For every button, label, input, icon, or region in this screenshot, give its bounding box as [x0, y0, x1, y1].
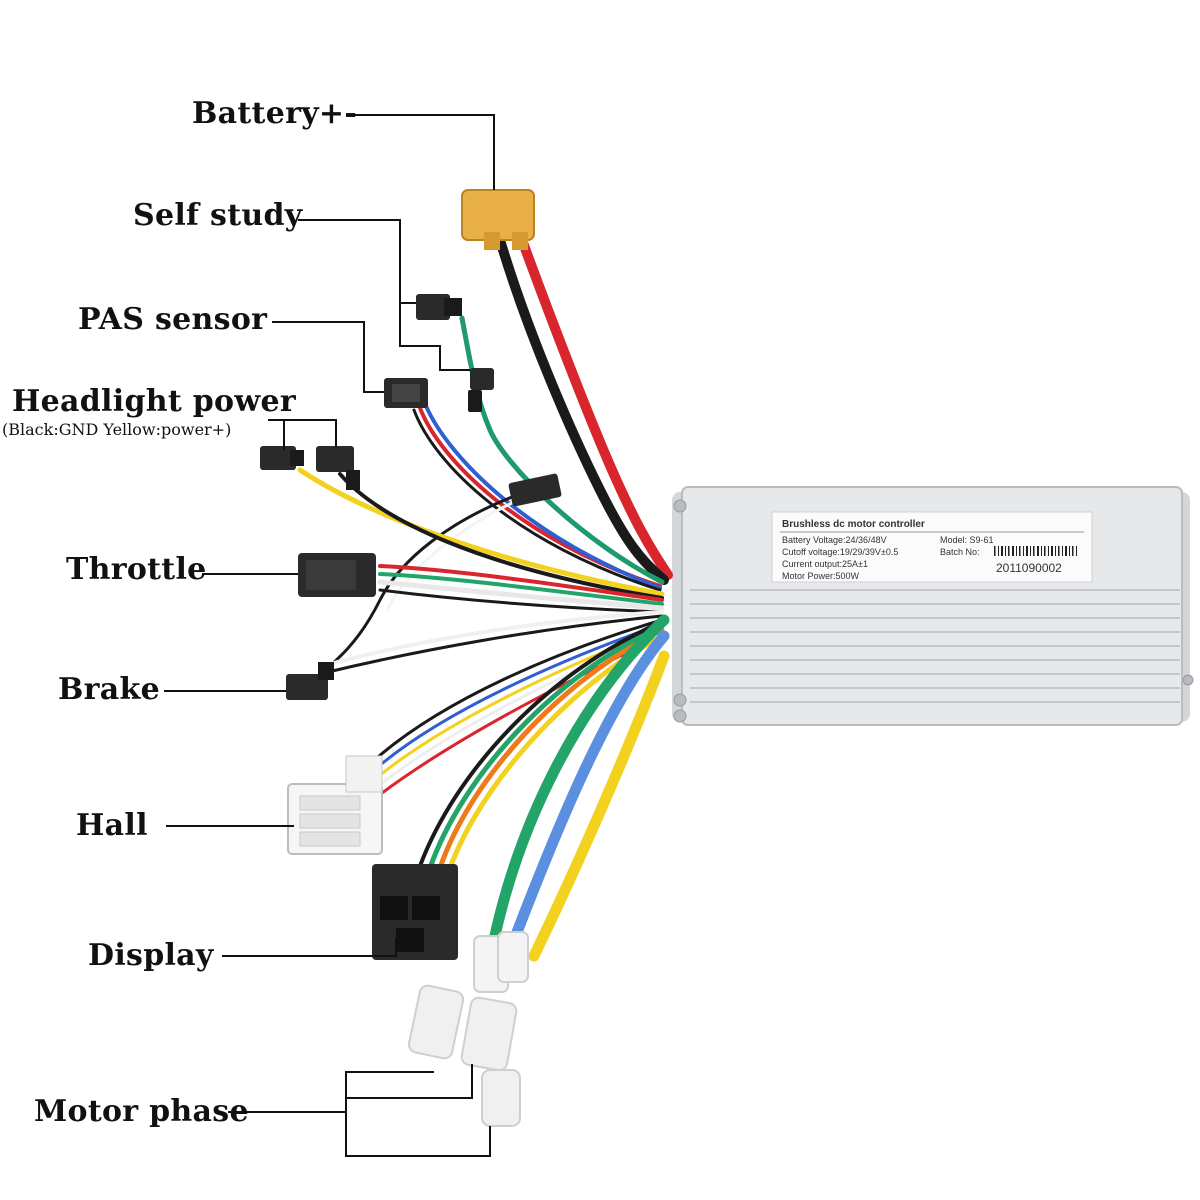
pas-leader: [272, 321, 384, 393]
headlight-leader: [268, 419, 337, 448]
throttle-wire-green: [378, 572, 664, 606]
hall-wire-black: [368, 618, 664, 766]
battery-black-wire: [495, 235, 669, 585]
mid-connector-wire-white: [386, 498, 520, 610]
plate-model: Model: S9-61: [940, 535, 994, 545]
phase-wire-yellow: [528, 650, 670, 962]
motor-phase-connector-2: [460, 931, 529, 1072]
headlight-note-label: (Black:GND Yellow:power+): [2, 420, 232, 439]
hall-wire-blue: [370, 622, 664, 774]
display-wire-black: [418, 620, 664, 868]
headlight-yellow-wire: [297, 467, 665, 597]
controller-label-plate: Brushless dc motor controller Battery Vo…: [771, 511, 1093, 583]
pas-wire-black: [412, 408, 662, 592]
throttle-wire-red: [378, 564, 664, 602]
battery-leader: [346, 114, 495, 190]
mid-connector: [508, 473, 562, 507]
throttle-wire-white: [377, 579, 665, 611]
throttle-label: Throttle: [66, 552, 207, 587]
display-label: Display: [88, 938, 214, 973]
wire-bundle: [297, 235, 673, 962]
throttle-connector: [298, 553, 376, 597]
brake-connector: [286, 662, 334, 700]
plate-batch-number: 2011090002: [996, 561, 1062, 575]
pas-sensor-label: PAS sensor: [78, 302, 268, 337]
plate-motor-power: Motor Power:500W: [782, 571, 860, 581]
plate-batch-label: Batch No:: [940, 547, 980, 557]
self-study-connector-2: [468, 368, 494, 412]
self-study-leader-2: [399, 303, 470, 371]
motor-phase-bracket-mid: [346, 1064, 473, 1099]
headlight-connector-2: [316, 446, 360, 490]
self-study-wire: [459, 315, 665, 585]
display-wire-orange: [437, 627, 665, 871]
phase-wire-green: [488, 614, 670, 946]
barcode: [994, 546, 1077, 556]
pas-wire-blue: [424, 404, 662, 590]
hall-label: Hall: [76, 808, 148, 843]
throttle-wire-black: [378, 588, 664, 614]
motor-controller: Brushless dc motor controller Battery Vo…: [672, 486, 1194, 726]
plate-cutoff-voltage: Cutoff voltage:19/29/39V±0.5: [782, 547, 898, 557]
hall-connector: [287, 755, 383, 855]
headlight-power-label: Headlight power: [12, 384, 296, 419]
plate-battery-voltage: Battery Voltage:24/36/48V: [782, 535, 887, 545]
display-connector: [372, 864, 458, 960]
connectors: [260, 189, 562, 1127]
plate-current-output: Current output:25A±1: [782, 559, 868, 569]
battery-red-wire: [517, 235, 673, 580]
headlight-connector-1: [260, 446, 304, 470]
display-wire-green: [427, 623, 665, 871]
phase-wire-blue: [508, 630, 670, 946]
headlight-black-wire: [338, 472, 664, 600]
motor-phase-bracket: [345, 1071, 491, 1157]
self-study-leader: [298, 219, 416, 304]
brake-label: Brake: [58, 672, 160, 707]
plate-title: Brushless dc motor controller: [782, 519, 925, 530]
motor-phase-label: Motor phase: [34, 1094, 249, 1129]
pas-connector: [384, 378, 428, 408]
brake-wire-black: [326, 614, 664, 674]
battery-connector: [461, 189, 535, 250]
self-study-connector: [416, 294, 462, 320]
display-leader: [222, 938, 397, 957]
self-study-label: Self study: [133, 198, 303, 233]
callout-lines: [164, 114, 495, 1157]
brake-wire-white: [328, 610, 664, 666]
motor-phase-connector-3: [481, 1069, 521, 1127]
battery-label: Battery+-: [192, 96, 358, 131]
